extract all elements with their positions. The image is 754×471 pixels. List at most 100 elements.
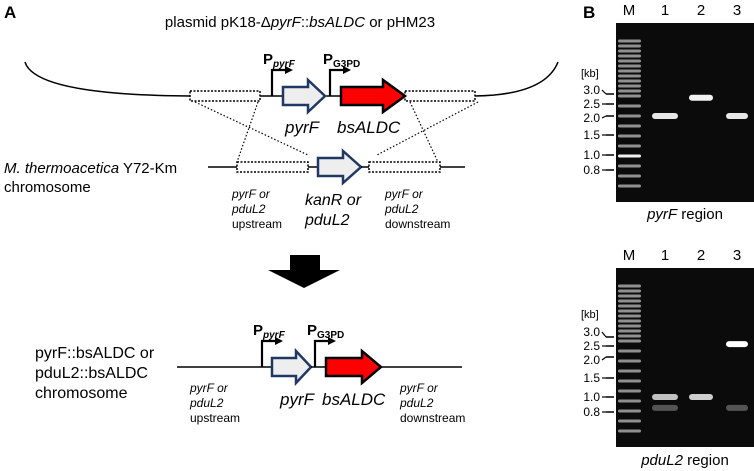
promoter-pyrF-label: PpyrF — [253, 322, 286, 341]
downstream-label: pyrF or pduL2 downstream — [384, 187, 450, 231]
lane-label: 1 — [661, 247, 669, 264]
gel-band-lane-2 — [689, 394, 713, 400]
recombination-arrow-icon — [268, 255, 340, 288]
ladder-band — [618, 324, 641, 328]
svg-text:kanR or: kanR or — [305, 192, 362, 209]
ladder-band — [618, 49, 641, 53]
svg-text:pyrF or: pyrF or — [384, 187, 424, 201]
ladder-band — [618, 319, 641, 323]
svg-text:pduL2: pduL2 — [189, 396, 224, 410]
ladder-band — [618, 104, 641, 108]
bsALDC-label: bsALDC — [337, 118, 401, 137]
svg-text:pduL2::bsALDC: pduL2::bsALDC — [35, 365, 148, 382]
result-chromosome-label: pyrF::bsALDC or pduL2::bsALDC chromosome — [35, 345, 155, 402]
marker-leader — [601, 89, 607, 95]
pyrF-gene-arrow — [281, 77, 327, 115]
lane-label: 2 — [697, 247, 705, 264]
svg-text:pduL2: pduL2 — [384, 202, 419, 216]
panel-b-letter: B — [583, 3, 595, 22]
ladder-band — [618, 164, 641, 168]
lane-label: 3 — [733, 2, 741, 19]
ladder-band — [618, 79, 641, 83]
ladder-band — [618, 74, 641, 78]
ladder-band — [618, 84, 641, 88]
marker-size-label: 1.0 — [583, 148, 600, 162]
svg-text:upstream: upstream — [190, 411, 240, 425]
ladder-band — [618, 94, 641, 98]
ladder-band — [618, 284, 641, 288]
gel-band-lane-1 — [652, 394, 678, 400]
ladder-band — [618, 69, 641, 73]
lane-label: 2 — [697, 2, 705, 19]
ladder-band — [618, 54, 641, 58]
svg-text:pduL2: pduL2 — [304, 212, 350, 229]
gel-band-lane-2 — [689, 94, 713, 101]
ladder-band — [618, 184, 641, 188]
ladder-band — [618, 309, 641, 313]
marker-size-label: 3.0 — [583, 83, 600, 97]
kanR-gene-arrow — [316, 148, 363, 186]
marker-size-label: 3.0 — [583, 325, 600, 339]
marker-size-label: 1.5 — [583, 128, 600, 142]
bsALDC-label: bsALDC — [322, 390, 386, 409]
pyrF-label: pyrF — [279, 390, 316, 409]
upstream-label: pyrF or pduL2 upstream — [231, 187, 282, 231]
middle-gene-label: kanR or pduL2 — [304, 192, 362, 229]
ladder-band — [618, 134, 641, 138]
svg-text:pyrF or: pyrF or — [189, 381, 229, 395]
ladder-band — [618, 154, 641, 158]
kb-unit-label: [kb] — [581, 68, 599, 80]
svg-text:pyrF or: pyrF or — [399, 381, 439, 395]
upstream-label: pyrF or pduL2 upstream — [189, 381, 240, 425]
downstream-label: pyrF or pduL2 downstream — [399, 381, 465, 425]
parent-chromosome — [208, 148, 465, 186]
ladder-band — [618, 389, 641, 393]
gel-band-lane-3 — [726, 404, 748, 411]
svg-text:pduL2: pduL2 — [399, 396, 434, 410]
ladder-band — [618, 314, 641, 318]
ladder-band — [618, 289, 641, 293]
ladder-band — [618, 44, 641, 48]
marker-size-label: 2.5 — [583, 339, 600, 353]
ladder-band — [618, 59, 641, 63]
lane-label: M — [623, 2, 636, 19]
lane-label: M — [623, 247, 636, 264]
gel-band-lane-1 — [652, 113, 678, 119]
ladder-band — [618, 64, 641, 68]
promoter-G3PD-label: PG3PD — [323, 51, 360, 70]
ladder-band — [618, 144, 641, 148]
ladder-band — [618, 339, 641, 343]
ladder-band — [618, 294, 641, 298]
marker-size-label: 2.0 — [583, 353, 600, 367]
marker-size-label: 1.5 — [583, 371, 600, 385]
ladder-band — [618, 39, 641, 43]
svg-text:chromosome: chromosome — [35, 385, 128, 402]
marker-size-label: 2.0 — [583, 111, 600, 125]
ladder-band — [618, 329, 641, 333]
svg-text:upstream: upstream — [232, 217, 282, 231]
svg-text:pduL2: pduL2 — [231, 202, 266, 216]
ladder-band — [618, 369, 641, 373]
gel-band-lane-1 — [652, 404, 678, 411]
kb-unit-label: [kb] — [581, 309, 599, 321]
marker-size-label: 1.0 — [583, 390, 600, 404]
plasmid-construct — [24, 61, 559, 163]
svg-text:pyrF::bsALDC or: pyrF::bsALDC or — [35, 345, 155, 362]
pyrF-label: pyrF — [284, 118, 321, 137]
ladder-band — [618, 409, 641, 413]
ladder-band — [618, 379, 641, 383]
result-chromosome — [177, 337, 462, 387]
promoter-pyrF-label: PpyrF — [263, 51, 296, 70]
lane-label: 1 — [661, 2, 669, 19]
ladder-band — [618, 419, 641, 423]
marker-leader — [601, 356, 607, 361]
marker-size-label: 0.8 — [583, 405, 600, 419]
marker-leader — [601, 331, 607, 338]
svg-text:downstream: downstream — [400, 411, 465, 425]
plasmid-title: plasmid pK18-ΔpyrF::bsALDC or pHM23 — [165, 14, 435, 31]
gel-band-lane-3 — [726, 113, 748, 119]
lane-label: 3 — [733, 247, 741, 264]
ladder-band — [618, 174, 641, 178]
gel-band-lane-3 — [726, 341, 748, 348]
